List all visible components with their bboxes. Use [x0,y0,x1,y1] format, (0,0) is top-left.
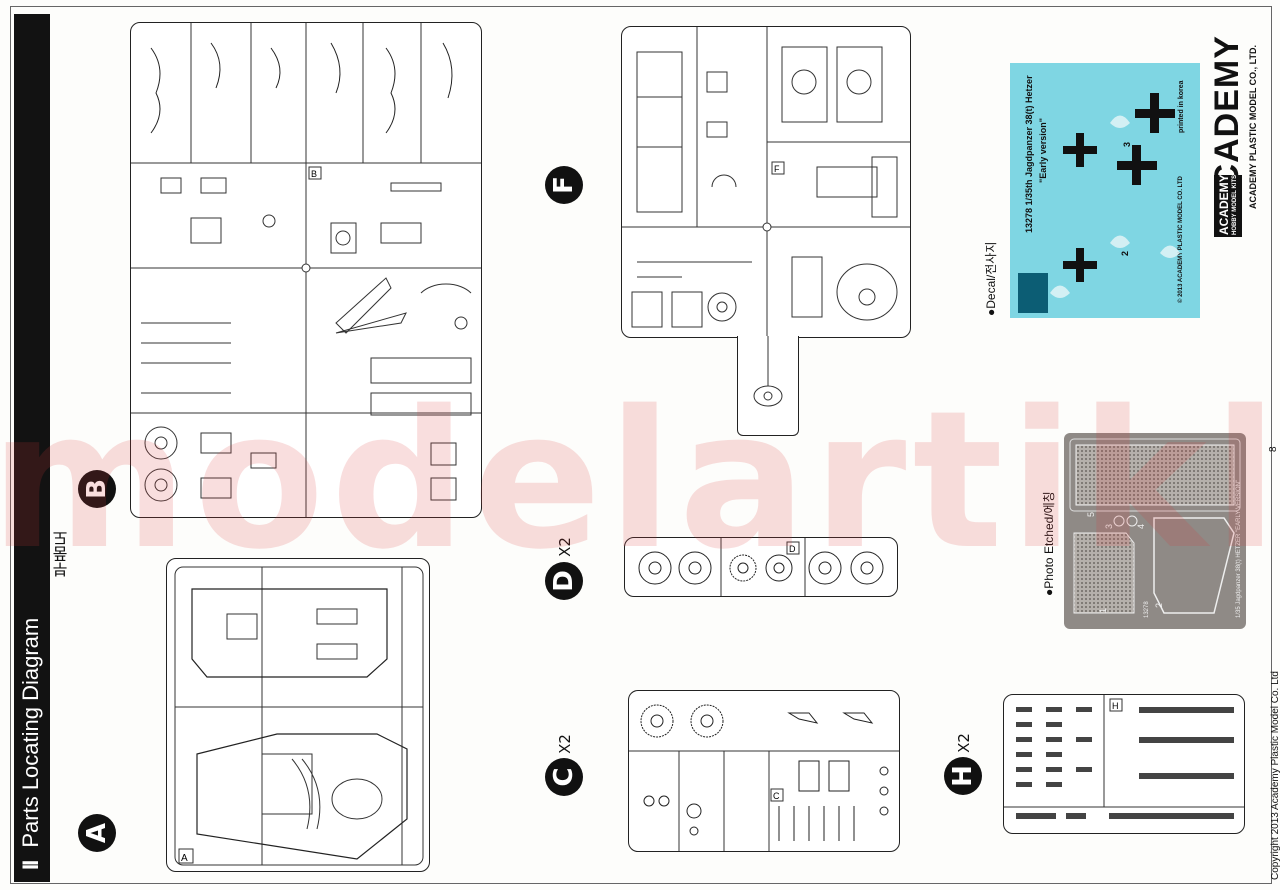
sprue-a-drawing: A [174,566,424,866]
photo-etched-fret-text: 1/35 Jagdpanzer 38(t) HETZER "EARLY VERS… [1236,479,1242,618]
sprue-c-drawing: C [629,704,899,851]
sprue-d-badge: D [545,562,583,600]
sprue-f-extension-drawing [753,336,783,407]
pe-part-1: 1 [1098,607,1108,613]
sprue-f-frame: F [621,26,911,338]
page-number: 8 [1268,446,1279,452]
sprue-b-frame: B [130,22,482,518]
sprue-h-frame: H [1003,694,1245,834]
photo-etched-fret: 1/35 Jagdpanzer 38(t) HETZER "EARLY VERS… [1064,433,1246,629]
section-title: Parts Locating Diagram [18,617,43,848]
sprue-f-runner-extension [737,336,799,436]
academy-badge: ACADEMY HOBBY MODEL KITS [1214,174,1242,237]
sprue-d-frame: D [624,537,898,597]
sprue-f-drawing: F [622,27,910,337]
section-number: II [18,861,43,870]
decal-crosses [1018,93,1180,313]
sprue-h-badge: H [944,757,982,795]
academy-logo-sub: ACADEMY PLASTIC MODEL CO., LTD. [1248,44,1258,209]
photo-etched-drawing [1069,438,1241,614]
photo-etched-label: ●Photo Etched/에칭 [1042,491,1056,596]
svg-text:F: F [774,164,780,174]
svg-text:H: H [1112,701,1119,711]
decal-label: ●Decal/전사지 [984,241,998,316]
section-header-bar: II Parts Locating Diagram [14,14,50,882]
pe-part-4: 4 [1136,523,1146,529]
academy-badge-word: ACADEMY [1217,174,1231,235]
copyright-text: Copyright 2013 Academy Plastic Model Co.… [1270,671,1280,880]
sprue-h-drawing: H [1004,695,1244,819]
sprue-a-badge: A [78,814,116,852]
sprue-c-frame: C [628,690,900,852]
svg-text:C: C [773,791,780,801]
page-border [10,6,1272,884]
pe-part-5: 5 [1086,511,1096,517]
pe-part-2: 2 [1154,602,1164,608]
photo-etched-fret-code: 13278 [1144,601,1150,618]
svg-text:D: D [789,544,796,554]
sprue-d-quantity: X2 [555,537,574,557]
svg-text:B: B [311,169,317,179]
page-title: II Parts Locating Diagram [18,618,44,870]
sprue-b-drawing: B [131,23,481,517]
decal-sheet: 13278 1/35th Jagdpanzer 38(t) Hetzer "Ea… [1010,63,1200,318]
sprue-c-quantity: X2 [555,734,574,754]
sprue-b-badge: B [78,470,116,508]
sprue-d-drawing: D [638,538,884,596]
sprue-a-frame: A [166,558,430,872]
sprue-f-badge: F [545,166,583,204]
sprue-h-quantity: X2 [954,733,973,753]
section-title-korean: 부품도 [52,530,71,578]
pe-part-3: 3 [1104,523,1114,529]
academy-badge-sub: HOBBY MODEL KITS [1232,174,1238,235]
sprue-c-badge: C [545,758,583,796]
svg-text:A: A [181,853,188,864]
